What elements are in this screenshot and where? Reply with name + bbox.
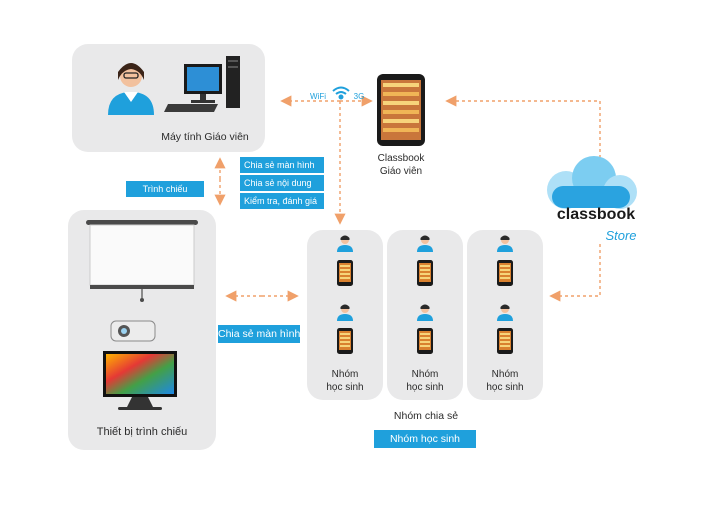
store-brand: classbook: [556, 206, 636, 223]
cloud-icon: [547, 156, 637, 209]
group-label-3-line1: Nhóm: [491, 369, 519, 380]
share-content-tag: Chia sẻ nội dung: [240, 175, 324, 191]
wifi-label: WiFi: [310, 92, 326, 101]
student-group-icons-2: [417, 235, 433, 354]
projector-screen-icon: [86, 220, 198, 302]
projector-icon: [110, 320, 156, 342]
test-tag: Kiểm tra, đánh giá: [240, 193, 324, 209]
group-label-3-line2: học sinh: [486, 382, 524, 393]
teacher-tablet-icon: [377, 74, 425, 146]
share-screen-tag-mid: Chia sẻ màn hình: [218, 325, 300, 343]
wifi-icon: [332, 86, 350, 100]
desktop-computer-icon: [164, 56, 240, 112]
3g-label: 3G: [353, 92, 365, 101]
store-sub: Store: [605, 228, 637, 243]
projection-label: Thiết bị trình chiếu: [96, 426, 188, 438]
share-screen-tag-top: Chia sẻ màn hình: [240, 157, 324, 173]
monitor-icon: [103, 351, 177, 410]
teacher-person-icon: [108, 63, 154, 115]
connection-arrows: [214, 95, 601, 302]
student-group-icons-3: [497, 235, 513, 354]
student-group-icons-1: [337, 235, 353, 354]
group-label-1-line2: học sinh: [326, 382, 364, 393]
group-label-2-line2: học sinh: [406, 382, 444, 393]
group-label-1-line1: Nhóm: [331, 369, 359, 380]
teacher-pc-label: Máy tính Giáo viên: [161, 131, 249, 143]
group-label-2-line1: Nhóm: [411, 369, 439, 380]
teacher-tablet-label-line1: Classbook: [377, 153, 425, 164]
present-tag: Trình chiếu: [126, 181, 204, 197]
share-group-label: Nhóm chia sẻ: [393, 410, 459, 422]
teacher-tablet-label-line2: Giáo viên: [379, 166, 423, 177]
group-student-tag: Nhóm học sinh: [374, 430, 476, 448]
